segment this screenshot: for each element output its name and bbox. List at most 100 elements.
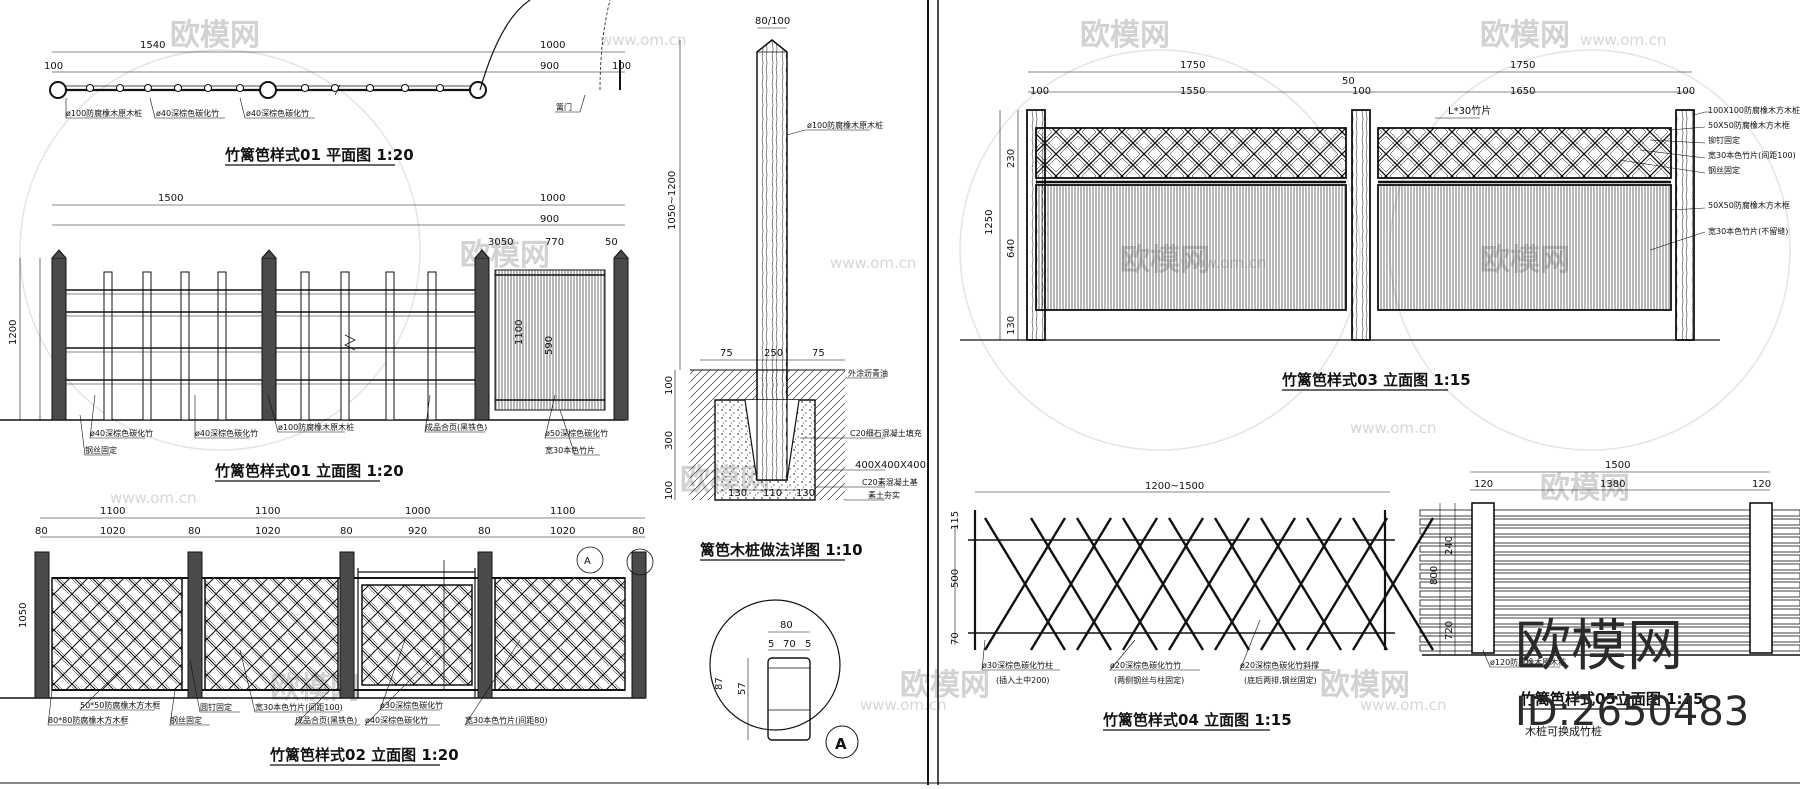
watermark-url: www.om.cn	[600, 31, 687, 49]
s5-board	[1771, 545, 1800, 553]
s5-board	[1771, 617, 1800, 625]
dim-post-75-right: 75	[812, 348, 825, 359]
watermark-url: www.om.cn	[830, 254, 917, 272]
post-leaders	[786, 129, 885, 501]
dim-s4-500: 500	[950, 569, 961, 588]
s5-board	[1771, 599, 1800, 607]
dim-section-57: 57	[737, 682, 748, 695]
title-style04-elevation: 竹篱笆样式04 立面图 1:15	[1102, 711, 1292, 729]
s5-board	[1419, 536, 1473, 544]
plan-bamboo-dot	[174, 84, 182, 92]
s4-diagonal-bamboo	[1121, 517, 1205, 651]
label-pd-c20-fill: C20细石混凝土填充	[850, 428, 922, 438]
image-id-watermark: ID:2650483	[1515, 689, 1749, 735]
dim-gate-50: 50	[605, 237, 618, 248]
label-s5-note: 木桩可换成竹桩	[1525, 724, 1602, 738]
label-e1-bamboo-50: ø50深棕色碳化竹	[545, 428, 608, 438]
dim-s3-100-right: 100	[1676, 86, 1695, 97]
s5-leaders	[1482, 649, 1560, 668]
label-e1-bamboo-1: ø40深棕色碳化竹	[90, 428, 153, 438]
dim-gate-590: 590	[544, 336, 555, 355]
s5-board	[1419, 617, 1473, 625]
style01-elevation	[0, 204, 629, 421]
s4-leaders	[981, 619, 1330, 671]
dim-plan-900: 900	[540, 61, 559, 72]
label-e1-wire: 钢丝固定	[85, 445, 117, 455]
dim-post-height: 1050~1200	[667, 171, 678, 230]
label-s4-b: ø20深棕色碳化竹竹	[1110, 660, 1181, 670]
dim-s5-1380: 1380	[1600, 479, 1625, 490]
s5-board	[1771, 536, 1800, 544]
label-s5-post: ø120防腐橡木原木桩	[1490, 657, 1566, 667]
e2-dim-label: 920	[408, 526, 427, 537]
s5-board	[1419, 509, 1473, 517]
s5-board	[1419, 554, 1473, 562]
dim-plan-100-left: 100	[44, 61, 63, 72]
dim-gate-1100: 1100	[514, 320, 525, 345]
s5-board	[1419, 644, 1473, 652]
label-e2-wire: 钢丝固定	[170, 715, 202, 725]
watermark-text: 欧模网	[1320, 668, 1410, 703]
style04-elevation	[954, 491, 1435, 651]
s5-board	[1771, 644, 1800, 652]
s5-board	[1771, 635, 1800, 643]
e2-callout-a: A	[584, 556, 591, 567]
dim-post-130-right: 130	[796, 488, 815, 499]
plan-bamboo-dot	[301, 84, 309, 92]
dim-section-5-left: 5	[768, 639, 774, 650]
e2-dim-label: 1000	[405, 506, 430, 517]
dim-e1-900: 900	[540, 214, 559, 225]
label-plan-post: ø100防腐橡木原木桩	[66, 108, 142, 118]
dim-s4-115: 115	[950, 511, 961, 530]
watermark-url: www.om.cn	[1360, 696, 1447, 714]
watermark-url: www.om.cn	[110, 489, 197, 507]
s5-board	[1419, 608, 1473, 616]
watermark-url: www.om.cn	[1350, 419, 1437, 437]
e2-dim-label: 80	[188, 526, 201, 537]
s5-board	[1771, 572, 1800, 580]
e2-dim-label: 80	[35, 526, 48, 537]
s4-diagonal-bamboo	[1213, 517, 1297, 651]
label-s4-c: ø20深棕色碳化竹斜撑	[1240, 660, 1319, 670]
e1-bamboo-pole	[340, 271, 350, 421]
s5-board	[1493, 536, 1751, 544]
e1-bamboo-pole	[385, 271, 395, 421]
s5-board	[1493, 554, 1751, 562]
watermark-text: 欧模网	[1540, 471, 1630, 506]
e2-dim-label: 1100	[550, 506, 575, 517]
label-s3-r2: 50X50防腐橡木方木框	[1708, 120, 1790, 130]
label-s4-b2: (两侧钢丝与柱固定)	[1114, 675, 1184, 685]
label-e2-bamboo40: ø40深棕色碳化竹	[365, 715, 428, 725]
s4-diagonal-bamboo	[1305, 517, 1389, 651]
watermark-text: 欧模网	[170, 18, 260, 53]
s5-board	[1419, 635, 1473, 643]
e1-bamboo-pole	[180, 271, 190, 421]
dim-s3-h1250: 1250	[984, 210, 995, 235]
label-s3-r6: 50X50防腐橡木方木框	[1708, 200, 1790, 210]
dim-s5-120-right: 120	[1752, 479, 1771, 490]
style01-plan	[49, 0, 625, 99]
label-s3-r7: 宽30本色竹片(不留缝)	[1708, 226, 1788, 236]
label-e2-sq50: 50*50防腐橡木方木框	[80, 700, 160, 710]
dim-s4-70: 70	[950, 632, 961, 645]
s4-diagonal-bamboo	[1259, 517, 1343, 651]
s5-board	[1493, 563, 1751, 571]
title-post-detail: 篱笆木桩做法详图 1:10	[700, 541, 863, 559]
section-callout-a: A	[835, 735, 847, 753]
label-e1-post: ø100防腐橡木原木桩	[278, 422, 354, 432]
label-e2-nail: 圆钉固定	[200, 702, 232, 712]
e2-dim-label: 1020	[550, 526, 575, 537]
s5-board	[1493, 581, 1751, 589]
dim-s5-1500: 1500	[1605, 460, 1630, 471]
dim-s5-240: 240	[1444, 536, 1455, 555]
s5-board	[1493, 527, 1751, 535]
label-plan-bamboo: ø40深棕色碳化竹	[156, 108, 219, 118]
brand-watermark: 欧模网	[1515, 614, 1683, 679]
s5-board	[1493, 617, 1751, 625]
dim-post-100-top: 100	[664, 376, 675, 395]
dim-post-80-100: 80/100	[755, 16, 790, 27]
s5-board	[1419, 518, 1473, 526]
s5-board	[1493, 518, 1751, 526]
plan-bamboo-dot	[144, 84, 152, 92]
